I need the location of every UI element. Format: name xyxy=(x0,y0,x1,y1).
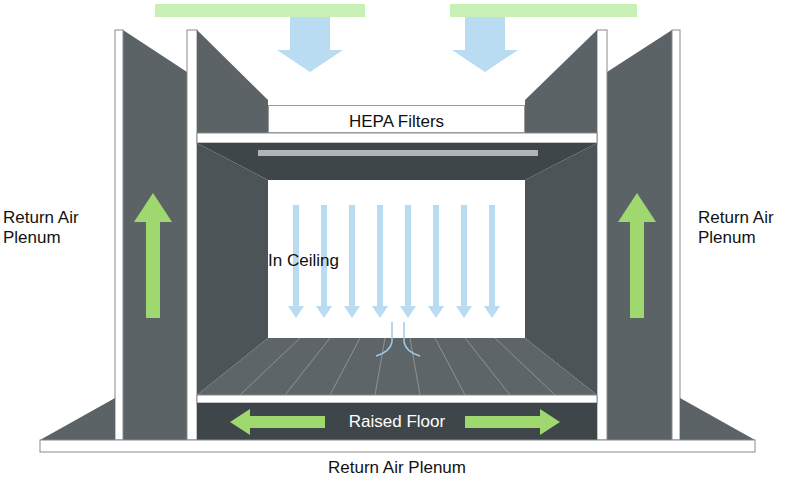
back-wall xyxy=(268,180,525,338)
base-slab xyxy=(40,440,755,452)
node-label: Raised Floor xyxy=(349,412,445,432)
supply-bar xyxy=(155,4,365,17)
plenum-panel xyxy=(123,30,187,440)
plenum-panel xyxy=(607,30,672,440)
floor-arrow xyxy=(230,409,325,435)
ceiling-grate xyxy=(258,150,538,156)
ceiling-panel xyxy=(525,30,597,133)
plenum-wedge xyxy=(40,398,115,440)
airflow-curves xyxy=(376,322,420,356)
floor-slab xyxy=(197,395,597,403)
floor-arrow xyxy=(465,409,560,435)
plenum-label: Return Air Plenum xyxy=(698,208,790,248)
floor-grate xyxy=(197,338,597,395)
ceiling-panel-box: In Ceiling xyxy=(268,180,525,338)
plenum-label: Return Air Plenum xyxy=(3,208,113,248)
node-label: HEPA Filters xyxy=(349,112,444,132)
return-arrow xyxy=(134,193,172,318)
return-arrow xyxy=(618,193,656,318)
raised-floor-box: Raised Floor xyxy=(197,403,597,440)
raised-floor-band xyxy=(197,403,597,440)
inner-wall xyxy=(187,30,197,440)
plenum-wedge xyxy=(680,398,755,440)
filter-box: HEPA Filters xyxy=(268,105,525,133)
grate-lines xyxy=(240,338,555,395)
inner-wall xyxy=(597,30,607,440)
supply-bar xyxy=(450,4,637,17)
supply-arrow xyxy=(452,17,518,72)
node-label: In Ceiling xyxy=(268,251,339,271)
ceiling-panel xyxy=(197,30,268,133)
outer-wall xyxy=(115,30,123,440)
ceiling-slab xyxy=(197,133,597,143)
outer-wall xyxy=(672,30,680,440)
plenum-label: Return Air Plenum xyxy=(247,458,547,478)
supply-arrow xyxy=(277,17,343,72)
